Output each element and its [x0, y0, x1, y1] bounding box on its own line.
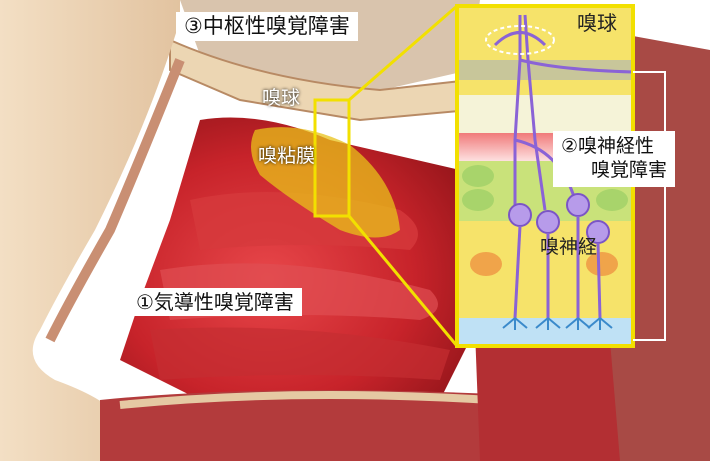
neural-bracket	[633, 71, 666, 341]
face-skin	[0, 0, 180, 461]
olfactory-mucosa-label: 嗅粘膜	[258, 145, 316, 167]
olfactory-mucosa-region	[251, 127, 400, 238]
palate	[100, 390, 600, 461]
central-disorder-label: ③中枢性嗅覚障害	[176, 12, 358, 42]
turbinate-lower	[150, 327, 450, 380]
neural-disorder-line1: ②嗅神経性	[561, 135, 655, 157]
olfactory-bulb-label: 嗅球	[262, 87, 301, 109]
zoom-line-bottom	[347, 215, 459, 347]
olfactory-nerve-label: 嗅神経	[540, 236, 598, 258]
conductive-disorder-label: ①気導性嗅覚障害	[128, 288, 302, 316]
neural-disorder-label: ②嗅神経性 嗅覚障害	[553, 131, 676, 187]
inset-bulb-label: 嗅球	[577, 11, 617, 35]
neural-disorder-line2: 嗅覚障害	[591, 158, 668, 181]
zoom-source-box	[313, 98, 351, 218]
skull-bone	[169, 38, 471, 122]
zoom-line-top	[348, 4, 458, 102]
nose-outline	[45, 58, 185, 343]
